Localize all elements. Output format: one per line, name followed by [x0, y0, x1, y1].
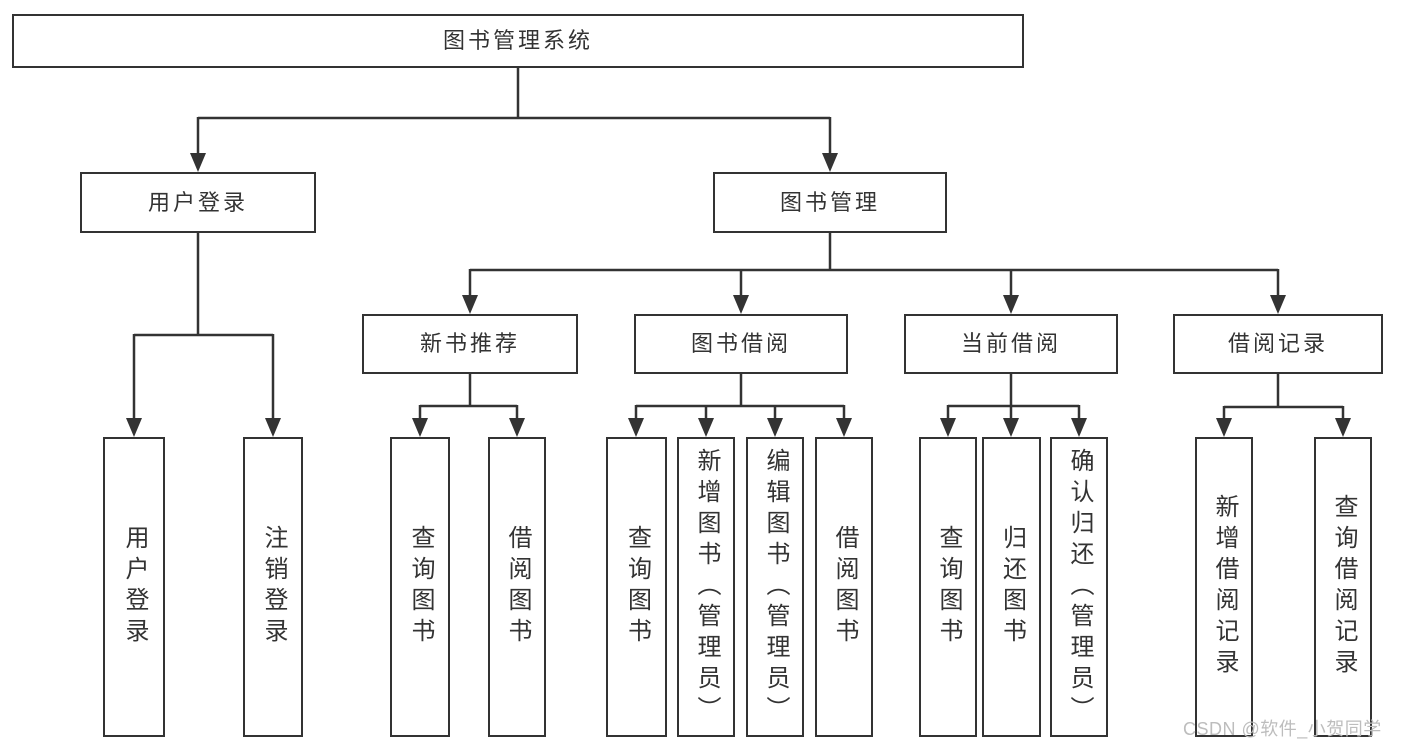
leaf-user-login: 用户登录: [103, 437, 165, 737]
node-current-borrow: 当前借阅: [904, 314, 1118, 374]
node-user-login: 用户登录: [80, 172, 316, 233]
leaf-add-borrow-record: 新增借阅记录: [1195, 437, 1253, 737]
leaf-return-books: 归还图书: [982, 437, 1041, 737]
leaf-borrow-books-newrec: 借阅图书: [488, 437, 546, 737]
node-borrow-records: 借阅记录: [1173, 314, 1383, 374]
leaf-edit-book-admin: 编辑图书（管理员）: [746, 437, 804, 737]
leaf-add-book-admin: 新增图书（管理员）: [677, 437, 735, 737]
node-book-management: 图书管理: [713, 172, 947, 233]
leaf-query-books-borrow: 查询图书: [606, 437, 667, 737]
node-book-borrow: 图书借阅: [634, 314, 848, 374]
leaf-query-borrow-record: 查询借阅记录: [1314, 437, 1372, 737]
leaf-query-books-current: 查询图书: [919, 437, 977, 737]
csdn-watermark: CSDN @软件_小贺同学: [1183, 719, 1382, 739]
node-library-system: 图书管理系统: [12, 14, 1024, 68]
leaf-query-books-newrec: 查询图书: [390, 437, 450, 737]
node-new-book-recommend: 新书推荐: [362, 314, 578, 374]
leaf-confirm-return-admin: 确认归还（管理员）: [1050, 437, 1108, 737]
leaf-logout-login: 注销登录: [243, 437, 303, 737]
leaf-borrow-books-borrow: 借阅图书: [815, 437, 873, 737]
